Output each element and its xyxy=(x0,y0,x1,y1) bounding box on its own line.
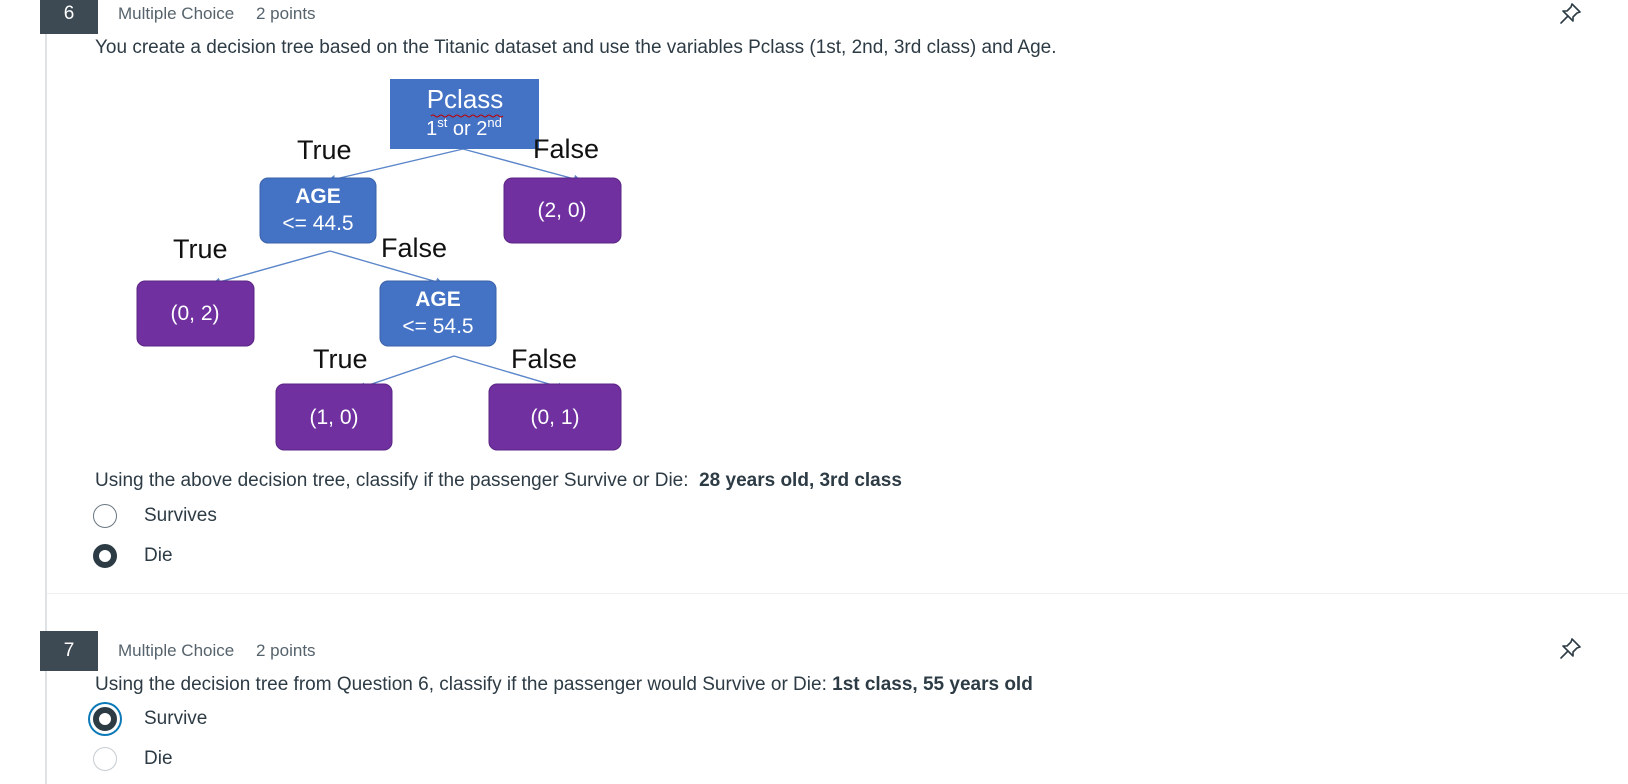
node-age-54-title: AGE xyxy=(415,288,461,311)
node-pclass-title: Pclass xyxy=(427,84,504,114)
node-pclass-condition: 1st or 2nd xyxy=(426,115,502,140)
tree-leaf-left xyxy=(136,280,255,347)
question-6-text-bold: 28 years old, 3rd class xyxy=(699,470,902,491)
leaf-left-value: (0, 2) xyxy=(170,302,219,325)
option-survives-label: Survives xyxy=(144,505,217,526)
question-6-intro: You create a decision tree based on the … xyxy=(95,37,1057,58)
option-survive[interactable]: Survive xyxy=(93,704,207,734)
tree-leaf-right xyxy=(503,177,622,244)
question-type: Multiple Choice xyxy=(118,4,235,23)
question-7-text-bold: 1st class, 55 years old xyxy=(832,674,1033,695)
radio-survive[interactable] xyxy=(93,707,117,731)
leaf-a-value: (1, 0) xyxy=(309,406,358,429)
radio-survives[interactable] xyxy=(93,504,117,528)
option-survives[interactable]: Survives xyxy=(93,501,217,531)
node-age-44-condition: <= 44.5 xyxy=(282,212,353,235)
question-points: 2 points xyxy=(256,4,316,23)
spellcheck-underline xyxy=(430,114,504,118)
pin-icon[interactable] xyxy=(1558,2,1582,26)
edge-age1-true xyxy=(211,250,331,286)
decision-tree-diagram: Pclass 1st or 2nd AGE <= 44.5 (2, 0) (0,… xyxy=(136,79,622,451)
node-age-54-condition: <= 54.5 xyxy=(402,315,473,338)
question-left-rule xyxy=(45,0,47,784)
leaf-b-value: (0, 1) xyxy=(530,406,579,429)
radio-die-q7[interactable] xyxy=(93,747,117,771)
edge-root-true xyxy=(326,148,464,184)
tree-leaf-a xyxy=(275,383,393,451)
question-number-badge: 6 xyxy=(40,0,98,34)
question-points: 2 points xyxy=(256,641,316,660)
edge-label-age1-false: False xyxy=(381,233,447,263)
edge-label-age2-false: False xyxy=(511,344,577,374)
option-survive-label: Survive xyxy=(144,708,208,729)
tree-leaf-b xyxy=(488,383,622,451)
radio-die[interactable] xyxy=(93,544,117,568)
tree-node-pclass xyxy=(390,79,539,149)
option-die-q7[interactable]: Die xyxy=(93,744,173,774)
option-die[interactable]: Die xyxy=(93,541,173,571)
tree-node-age-54 xyxy=(379,280,497,347)
question-number-badge: 7 xyxy=(40,631,98,671)
question-type: Multiple Choice xyxy=(118,641,235,660)
edge-label-root-true: True xyxy=(297,135,352,165)
option-die-q7-label: Die xyxy=(144,748,173,769)
edge-root-false xyxy=(462,148,583,183)
question-6-text-plain: Using the above decision tree, classify … xyxy=(95,470,689,491)
leaf-right-value: (2, 0) xyxy=(537,199,586,222)
edge-label-age2-true: True xyxy=(313,344,368,374)
question-7-text-plain: Using the decision tree from Question 6,… xyxy=(95,674,827,695)
pin-icon[interactable] xyxy=(1558,637,1582,661)
edge-label-root-false: False xyxy=(533,134,599,164)
question-7-text: Using the decision tree from Question 6,… xyxy=(95,674,1033,696)
tree-node-age-44 xyxy=(259,177,377,244)
question-divider xyxy=(47,593,1628,594)
edge-label-age1-true: True xyxy=(173,234,228,264)
node-age-44-title: AGE xyxy=(295,185,341,208)
edge-age1-false xyxy=(329,250,445,286)
option-die-label: Die xyxy=(144,545,173,566)
question-6-text: Using the above decision tree, classify … xyxy=(95,470,902,492)
